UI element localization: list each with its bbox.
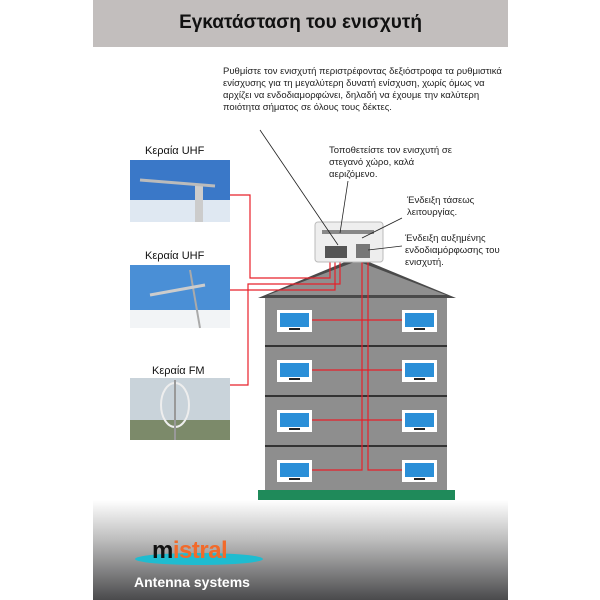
tv-icon xyxy=(277,460,312,482)
logo-rest: istral xyxy=(172,537,228,564)
tv-icon xyxy=(402,410,437,432)
tv-icon xyxy=(402,360,437,382)
note-voltage: Ένδειξη τάσεως λειτουργίας. xyxy=(407,195,475,218)
photo-uhf-1 xyxy=(130,160,230,222)
ground-base xyxy=(258,490,455,500)
tagline: Antenna systems xyxy=(134,574,250,590)
tv-icon xyxy=(277,310,312,332)
mistral-logo: mistral xyxy=(135,537,265,573)
logo-ellipse xyxy=(135,553,263,565)
tv-icon xyxy=(277,410,312,432)
note-placement: Τοποθετείστε τον ενισχυτή σε στεγανό χώρ… xyxy=(329,145,452,180)
photo-fm xyxy=(130,378,230,440)
tv-icon xyxy=(402,310,437,332)
tv-icon xyxy=(277,360,312,382)
footer-gradient xyxy=(93,500,508,600)
cables xyxy=(230,194,402,471)
photo-uhf-2 xyxy=(130,265,230,329)
page-title: Εγκατάσταση του ενισχυτή xyxy=(179,12,422,33)
title-bar: Εγκατάσταση του ενισχυτή xyxy=(93,0,508,47)
note-adjust: Ρυθμίστε τον ενισχυτή περιστρέφοντας δεξ… xyxy=(223,66,502,113)
amplifier xyxy=(314,221,384,263)
note-intermod: Ένδειξη αυξημένης ενδοδιαμόρφωσης του εν… xyxy=(405,233,500,268)
antenna-label-uhf-1: Κεραία UHF xyxy=(145,145,205,157)
antenna-label-uhf-2: Κεραία UHF xyxy=(145,250,205,262)
logo-m: m xyxy=(152,537,173,564)
antenna-label-fm: Κεραία FM xyxy=(152,365,205,377)
tv-icon xyxy=(402,460,437,482)
